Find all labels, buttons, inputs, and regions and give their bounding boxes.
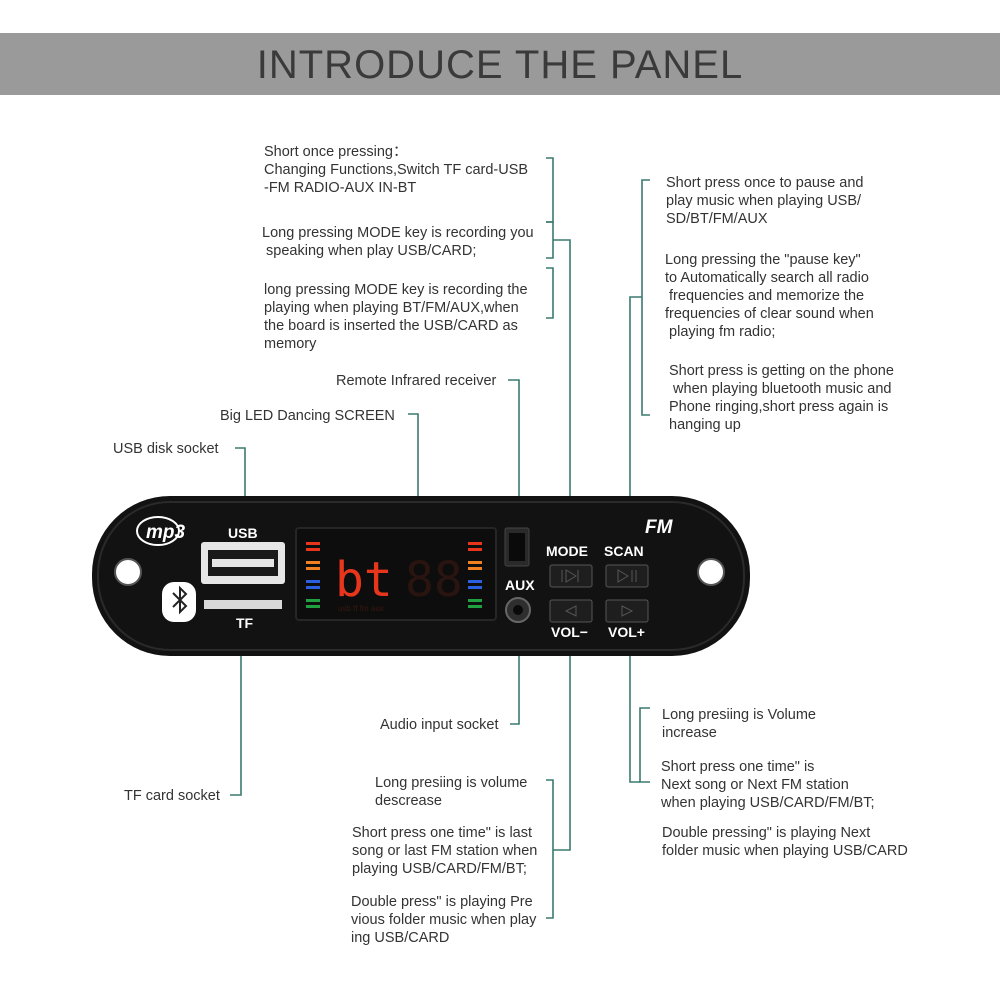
vol-plus-label: VOL+ [608,624,645,640]
vol-minus-button[interactable] [549,599,593,623]
mode-label: MODE [546,543,588,559]
vol-plus-long-note: Long presiing is Volume increase [662,707,816,741]
mode-short-note: Short once pressing： Changing Functions,… [264,144,529,196]
vol-minus-short-note: Short press one time" is last song or la… [352,825,538,877]
led-display [295,527,497,621]
scan-button[interactable] [605,564,649,588]
mount-hole-right-icon [697,558,725,586]
aux-label: AUX [505,577,535,593]
vol-plus-short-note: Short press one time" is Next song or Ne… [661,759,875,811]
title-banner: INTRODUCE THE PANEL [0,33,1000,95]
vol-minus-bracket [546,779,554,919]
vol-minus-label: VOL− [551,624,588,640]
mp3-logo-icon [136,516,180,546]
display-readout: bt [335,552,393,608]
mode-button[interactable] [549,564,593,588]
vol-plus-bracket [639,707,650,783]
vol-plus-leader [629,612,640,783]
tf-label: TF [236,615,254,631]
vol-minus-double-note: Double press" is playing Pre vious folde… [351,894,537,946]
scan-label: SCAN [604,543,644,559]
mp3-logo-text: mp3 [146,522,186,543]
level-bars-right [468,542,482,608]
vol-minus-leader [553,612,571,851]
display-unlit-digits: 88 [405,552,463,608]
vol-plus-double-note: Double pressing" is playing Next folder … [662,825,908,859]
audio-input-label: Audio input socket [380,717,499,733]
scan-short-note: Short press once to pause and play music… [666,175,864,227]
previous-icon [564,605,577,617]
scan-leader [629,296,642,575]
vol-minus-long-note: Long presiing is volume descrease [375,775,528,809]
mode-button-icon [561,569,579,583]
mount-hole-left-icon [114,558,142,586]
mode-bt-bracket [546,267,554,319]
ir-leader [508,379,520,528]
tf-leader [230,610,242,796]
scan-phone-note: Short press is getting on the phone when… [669,363,894,433]
usb-socket-label: USB disk socket [113,441,219,457]
scan-long-note: Long pressing the "pause key" to Automat… [665,252,874,340]
vol-plus-button[interactable] [605,599,649,623]
tf-socket-label: TF card socket [124,788,220,804]
mode-long-bt-note: long pressing MODE key is recording the … [264,282,528,352]
ir-receiver-label: Remote Infrared receiver [336,373,497,389]
usb-label: USB [228,525,258,541]
mode-leader [553,239,571,575]
play-pause-icon [617,569,637,583]
tf-card-slot[interactable] [204,600,282,609]
level-bars-left [306,542,320,608]
mode-long-usb-note: Long pressing MODE key is recording you … [262,225,534,259]
fm-brand: FM [645,517,674,538]
next-icon [621,605,634,617]
page-title: INTRODUCE THE PANEL [256,43,744,87]
display-mode-indicators: usb tf fm aux [338,604,384,613]
led-screen-label: Big LED Dancing SCREEN [220,408,395,424]
